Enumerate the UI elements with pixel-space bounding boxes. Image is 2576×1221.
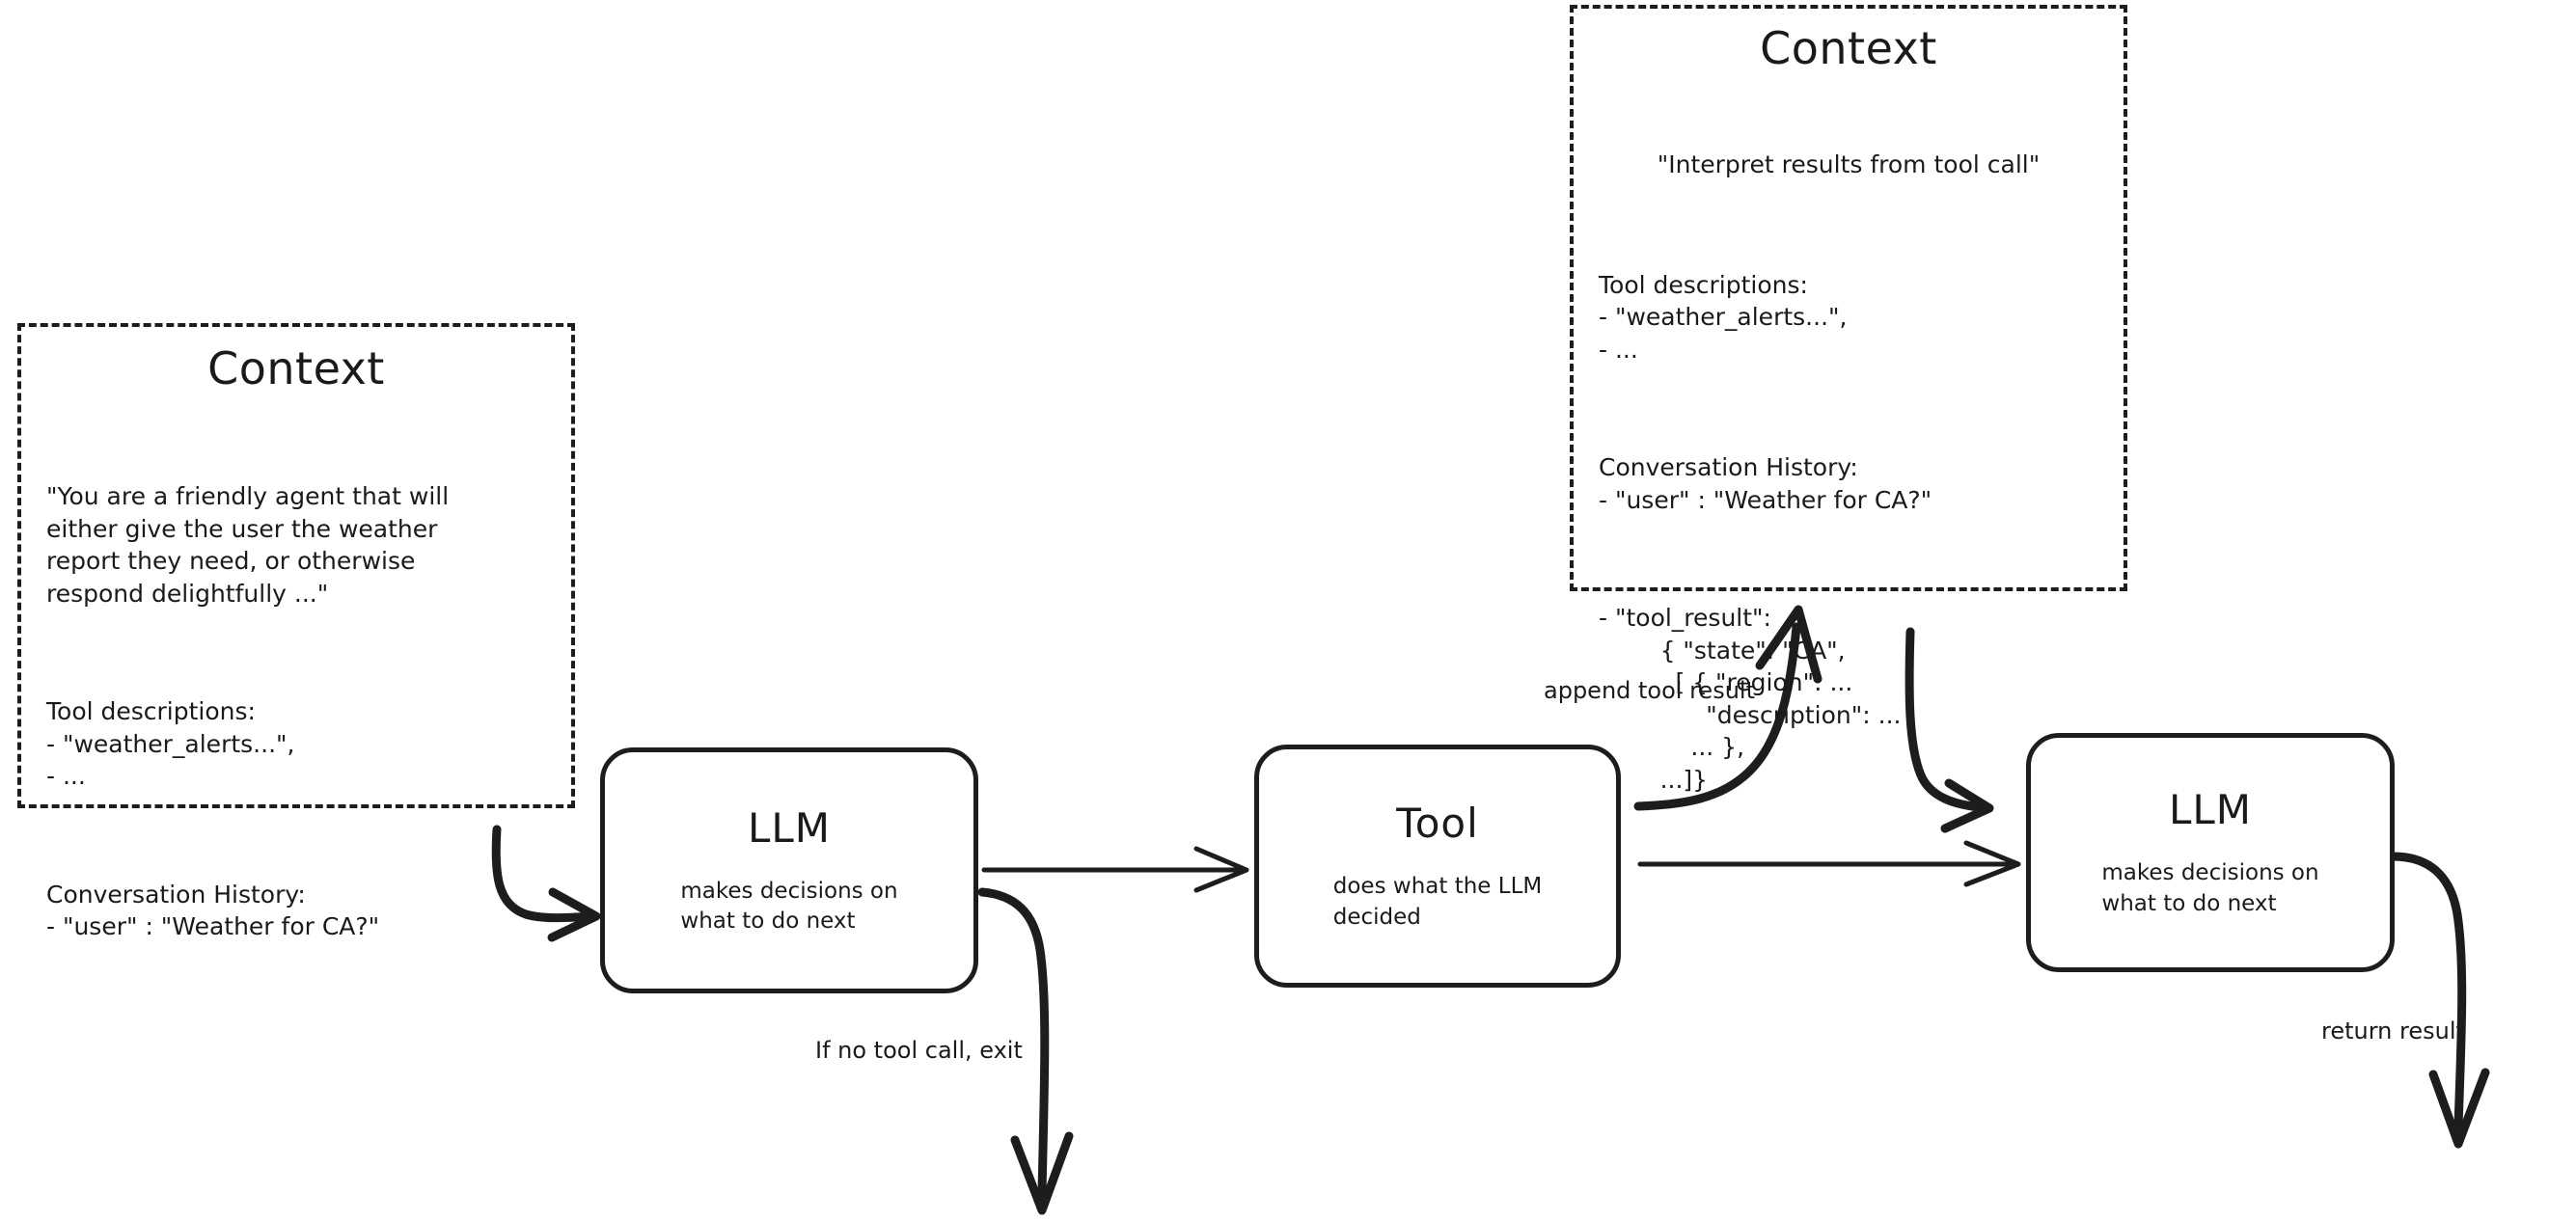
node-llm-first-subtitle: makes decisions on what to do next (680, 878, 898, 934)
context-right-conversation-history: Conversation History: - "user" : "Weathe… (1599, 453, 1932, 514)
arrow-llm2-return (2388, 852, 2490, 1149)
context-right-system-prompt: "Interpret results from tool call" (1657, 150, 2041, 178)
edge-label-return-result: return result (2321, 1018, 2465, 1045)
arrow-llm1-to-tool (981, 846, 1249, 893)
context-left-tool-descriptions: Tool descriptions: - "weather_alerts..."… (46, 697, 295, 790)
node-llm-second[interactable]: LLM makes decisions on what to do next (2026, 733, 2395, 972)
context-right-body: "Interpret results from tool call" Tool … (1574, 84, 2124, 860)
node-llm-second-title: LLM (2168, 786, 2253, 834)
arrow-context-to-llm1 (491, 825, 601, 942)
node-llm-second-subtitle: makes decisions on what to do next (2101, 860, 2319, 916)
arrow-tool-to-llm2 (1637, 840, 2021, 887)
edge-label-append-tool-result: append tool result (1544, 677, 1755, 704)
context-right-tool-descriptions: Tool descriptions: - "weather_alerts..."… (1599, 270, 1848, 364)
node-llm-first[interactable]: LLM makes decisions on what to do next (600, 747, 978, 993)
edge-label-if-no-tool-call-exit: If no tool call, exit (815, 1037, 1023, 1064)
context-right-title: Context (1760, 22, 1937, 74)
node-tool[interactable]: Tool does what the LLM decided (1254, 745, 1621, 988)
arrow-tool-to-context-right (1633, 605, 1822, 811)
context-box-initial: Context "You are a friendly agent that w… (17, 323, 575, 940)
context-box-after-tool: Context "Interpret results from tool cal… (1570, 5, 2127, 794)
arrow-llm1-exit (977, 887, 1074, 1215)
context-left-system-prompt: "You are a friendly agent that will eith… (46, 482, 450, 608)
context-left-conversation-history: Conversation History: - "user" : "Weathe… (46, 880, 380, 941)
context-left-title: Context (207, 342, 385, 394)
node-tool-subtitle: does what the LLM decided (1332, 874, 1543, 930)
node-tool-title: Tool (1396, 800, 1479, 848)
node-llm-first-title: LLM (747, 803, 832, 852)
arrow-context-right-to-llm2 (1905, 627, 1994, 833)
context-right-tool-result: - "tool_result": { "state": "CA", [ { "r… (1599, 604, 1902, 794)
context-left-body: "You are a friendly agent that will eith… (21, 416, 571, 1008)
